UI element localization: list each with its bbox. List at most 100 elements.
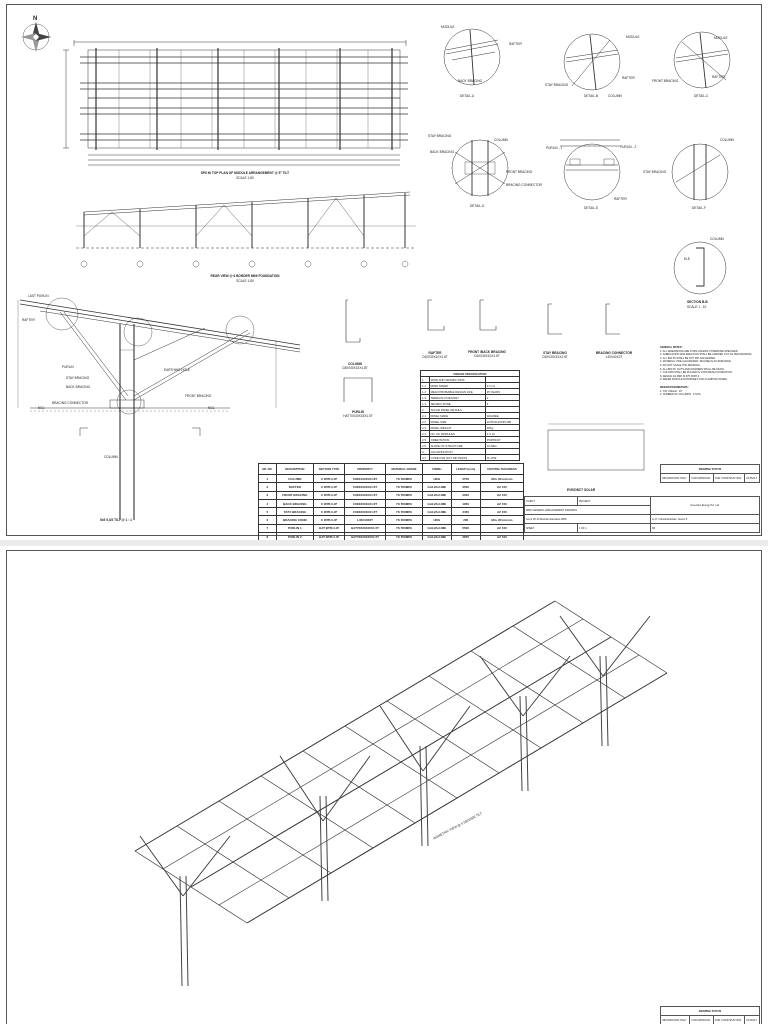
- rev-value: R0: [650, 523, 760, 533]
- table-cell: GALVALUME: [422, 532, 452, 540]
- status-approval-2: FOR APPROVAL: [689, 1015, 715, 1024]
- table-cell: PURLIN 1: [275, 523, 314, 534]
- design-params-lines: 1. TILT ANGLE : 10°2. NUMBER OF COLUMNS …: [660, 390, 760, 397]
- table-cell: GALVALUME: [422, 482, 452, 492]
- table-cell: AZ 150: [479, 482, 525, 492]
- callout-purlin-1: PURLIN - 1: [546, 146, 563, 150]
- section-xx-title: 5x5 5,0/2 TILT @ 1 : 1: [100, 518, 132, 522]
- note-line: 5. DO NOT SCALE THE DRAWING.: [660, 363, 701, 367]
- title-block: CLIENT PROJECT Greenline Energy Pvt. Ltd…: [524, 496, 760, 533]
- table-cell: 6: [258, 515, 277, 525]
- callout-stay-bracing-d: STAY BRACING: [428, 134, 452, 138]
- profile-bracing-name: FRONT /BACK BRACING: [468, 350, 506, 354]
- table-cell: AZ 150: [479, 498, 525, 509]
- status-header: DRAWING STATUS: [660, 464, 760, 474]
- table-cell: 8: [258, 532, 277, 540]
- detail-c-label: DETAIL-C: [694, 94, 709, 98]
- callout-stay-bracing-x: STAY BRACING: [66, 376, 90, 380]
- table-cell: C WITH LIP: [312, 507, 346, 517]
- callout-rafter-a: RAFTER: [509, 42, 522, 46]
- table-cell: 1: [258, 473, 277, 484]
- table-cell: YS 350MPA: [384, 473, 424, 484]
- profile-stay-name: STAY BRACING: [543, 351, 567, 355]
- note-line: 6. ALL BOLTS, NUTS AND WASHERS SHALL BE …: [660, 367, 725, 371]
- table-cell: HAT WITH LIP: [312, 523, 346, 534]
- table-cell: 2: [258, 482, 277, 492]
- note-line: 4. MATERIAL: PRE-GALVANIZED / MAGNELIS A…: [660, 360, 732, 364]
- client-label: CLIENT: [524, 496, 578, 506]
- column-header: DESCRIPTION: [275, 463, 314, 475]
- status-block: DRAWING STATUS INFORMATION ONLY FOR APPR…: [659, 464, 760, 483]
- column-header: PROPERTY: [344, 463, 386, 475]
- status-header-2: DRAWING STATUS: [660, 1006, 760, 1016]
- sheet-value: 1 OF 1: [577, 523, 651, 533]
- callout-purlin-x: PURLIN: [62, 365, 74, 369]
- callout-bracing-connector-x: BRACING CONNECTOR: [52, 401, 88, 405]
- table-cell: C WITH LIP: [312, 515, 346, 525]
- column-header: SECTION TYPE: [312, 463, 346, 475]
- callout-front-bracing-d: FRONT BRACING: [506, 170, 533, 174]
- rear-view-scale: SCALE 1:80: [236, 279, 254, 283]
- spec-no: 3.1: [420, 454, 430, 461]
- top-plan-scale: SCALE 1:80: [236, 176, 254, 180]
- profile-connector-code: L40X40X2T: [605, 355, 623, 359]
- detail-a-label: DETAIL-A: [460, 94, 475, 98]
- note-line: 2. FABRICATION AND ERECTION SHALL BE CAR…: [660, 353, 753, 357]
- drawing-linework: [17, 22, 731, 520]
- profile-rafter-code: C60X30X10X1.6T: [422, 355, 448, 359]
- top-plan-title: SP6 Ni TOP PLAN OF MODULE ARRANGEMENT @ …: [200, 171, 290, 175]
- callout-front-bracing-x: FRONT BRACING: [185, 394, 212, 398]
- callout-rafter-x: RAFTER: [22, 318, 35, 322]
- note-line: 1. ALL DIMENSIONS ARE IN MM UNLESS OTHER…: [660, 349, 739, 353]
- general-notes-title: GENERAL NOTES :: [660, 346, 684, 349]
- table-cell: YS 550MPA: [384, 523, 424, 534]
- table-cell: 1950: [450, 498, 481, 509]
- rear-view-title: REAR VIEW @ 6 BORDER MINI FOUNDATION: [210, 274, 280, 278]
- detail-d-label: DETAIL-D: [470, 204, 485, 208]
- status-construction-2: FOR CONSTRUCTION: [713, 1015, 746, 1024]
- callout-bracing-connector-d: BRACING CONNECTOR: [506, 183, 542, 187]
- column-header: FINISH: [422, 463, 452, 475]
- table-cell: STAY BRACING: [275, 507, 314, 517]
- profile-column-name: COLUMN: [348, 362, 362, 366]
- table-cell: YS 550MPA: [384, 498, 424, 509]
- table-cell: C60X30X10X1.6T: [344, 498, 386, 509]
- status-info-2: INFORMATION ONLY: [659, 1015, 691, 1024]
- column-header: LENGTH (mm): [450, 463, 481, 475]
- section-bb-title: SECTION B-B: [687, 300, 708, 304]
- isometric-view: [134, 600, 668, 987]
- column-header: COATING THICKNESS: [479, 463, 525, 475]
- profile-rafter-name: RAFTER: [428, 351, 442, 355]
- table-cell: C WITH LIP: [312, 482, 346, 492]
- callout-ngl-left: NGL: [38, 406, 45, 410]
- callout-column-d: COLUMN: [494, 138, 508, 142]
- project-name: MMS GENERAL ARRANGEMENT DRAWING: [524, 505, 651, 515]
- drawing-sheet-2: ISOMETRIC VIEW @ 5 DEGREE TILT DRAWING S…: [0, 546, 768, 1024]
- profile-connector-name: BRACING CONNECTOR: [595, 351, 633, 355]
- callout-stay-bracing-f: STAY BRACING: [643, 170, 667, 174]
- table-cell: 2450: [450, 507, 481, 517]
- company-name: Greenline Energy Pvt. Ltd.: [650, 496, 760, 515]
- table-cell: AZ 150: [479, 532, 525, 540]
- status-info: INFORMATION ONLY: [659, 473, 691, 483]
- profile-purlin-name: PURLIN: [352, 410, 364, 414]
- table-cell: 5500: [450, 523, 481, 534]
- callout-module: MODULE: [441, 25, 455, 29]
- table-cell: Min. 80 micron: [479, 473, 525, 484]
- callout-module-b: MODULE: [626, 35, 640, 39]
- note-line: 9. REFER MODULE DATASHEET FOR CLAMPING Z…: [660, 378, 728, 382]
- callout-rafter-c: RAFTER: [712, 75, 725, 79]
- sheet-label: SHEET: [524, 523, 578, 533]
- table-cell: YS 550MPA: [384, 490, 424, 500]
- callout-back-bracing-x: BACK BRACING: [66, 385, 91, 389]
- north-label: N: [33, 16, 38, 22]
- table-cell: FRONT BRACING: [275, 490, 314, 500]
- table-cell: C60X30X10X1.6T: [344, 490, 386, 500]
